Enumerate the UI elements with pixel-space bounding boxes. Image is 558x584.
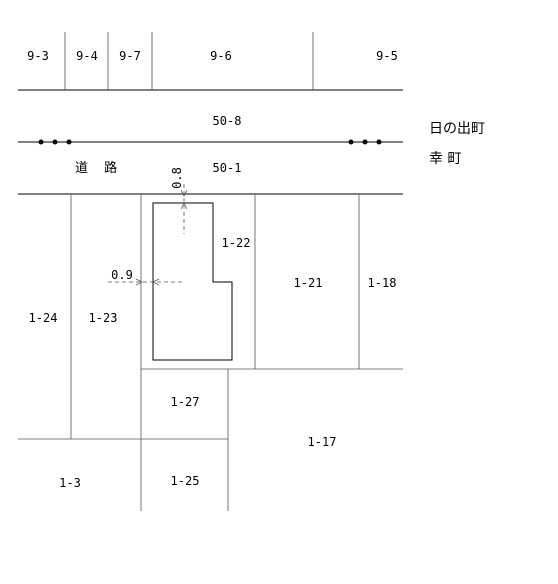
boundary-dot (52, 139, 58, 145)
setback-arrowhead (135, 278, 143, 286)
parcel-label-1-17: 1-17 (308, 435, 337, 449)
parcel-label-9-5: 9-5 (376, 49, 398, 63)
parcel-label-50-1: 50-1 (213, 161, 242, 175)
boundary-dot (66, 139, 72, 145)
parcel-label-50-8: 50-8 (213, 114, 242, 128)
setback-arrowhead (180, 189, 188, 197)
parcel-label-9-4: 9-4 (76, 49, 98, 63)
parcel-label-1-24: 1-24 (29, 311, 58, 325)
parcel-label-1-22: 1-22 (222, 236, 251, 250)
parcel-label-1-27: 1-27 (171, 395, 200, 409)
boundary-dot (376, 139, 382, 145)
boundary-dot (38, 139, 44, 145)
parcel-label-1-3: 1-3 (59, 476, 81, 490)
parcel-label-1-25: 1-25 (171, 474, 200, 488)
parcel-label-1-21: 1-21 (294, 276, 323, 290)
parcel-label-1-18: 1-18 (368, 276, 397, 290)
building-footprint (152, 202, 233, 361)
setback-arrowhead (152, 278, 160, 286)
town-name-north: 日の出町 (429, 121, 485, 137)
side-setback-label: 0.9 (111, 268, 133, 282)
parcel-label-9-6: 9-6 (210, 49, 232, 63)
boundary-dot (362, 139, 368, 145)
setback-arrowhead (180, 202, 188, 210)
boundary-dot (348, 139, 354, 145)
front-setback-label: 0.8 (170, 167, 184, 189)
road-label: 道 路 (75, 160, 123, 176)
parcel-label-9-3: 9-3 (27, 49, 49, 63)
parcel-label-1-23: 1-23 (89, 311, 118, 325)
town-name-south: 幸 町 (429, 151, 461, 167)
parcel-label-9-7: 9-7 (119, 49, 141, 63)
